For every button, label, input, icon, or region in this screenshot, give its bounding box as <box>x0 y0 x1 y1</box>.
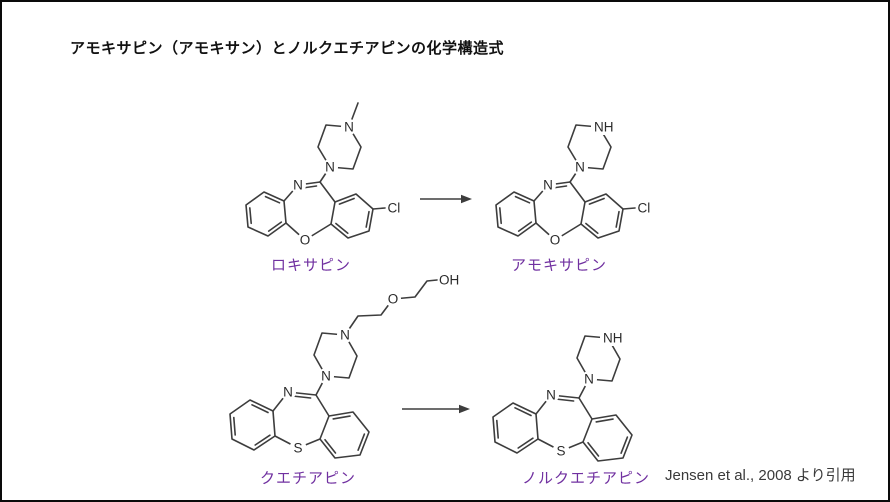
atom-label-mask <box>280 384 296 400</box>
right-benzene-ring-bonds <box>319 411 370 459</box>
atom-label-mask <box>552 442 570 460</box>
left-benzene-double-bonds <box>249 195 283 232</box>
atom-label-mask <box>540 177 556 193</box>
piperazine-nh-label: NH <box>594 120 614 135</box>
seven-membered-ring-bonds <box>283 181 336 241</box>
piperazine-n-top-label: N <box>344 120 354 135</box>
ring-nitrogen-label: N <box>546 388 556 403</box>
left-benzene-ring-bonds <box>229 399 276 451</box>
atom-label-mask <box>581 371 597 387</box>
oxygen-bridge-label: O <box>300 233 311 248</box>
atom-label-mask <box>385 291 401 307</box>
label-loxapine: ロキサピン <box>270 257 352 274</box>
left-benzene-double-bonds <box>499 195 533 232</box>
citation: Jensen et al., 2008 より引用 <box>665 467 856 484</box>
ring-nitrogen-label: N <box>293 178 303 193</box>
ring-nitrogen-label: N <box>543 178 553 193</box>
left-benzene-double-bonds <box>496 407 534 449</box>
label-amoxapine: アモキサピン <box>510 257 608 274</box>
left-benzene-double-bonds <box>233 404 271 446</box>
imine-double-bond <box>291 395 312 399</box>
atom-label-mask <box>290 177 306 193</box>
piperazine-n-bottom-label: N <box>325 160 335 175</box>
figure-title: アモキサピン（アモキサン）とノルクエチアピンの化学構造式 <box>70 40 505 57</box>
right-benzene-ring-bonds <box>330 193 374 239</box>
right-benzene-ring-bonds <box>582 414 633 462</box>
atom-label-mask <box>337 327 353 343</box>
right-benzene-double-bonds <box>324 415 366 454</box>
piperazine-n-bottom-label: N <box>321 369 331 384</box>
loxapine-structure: N N N O Cl <box>245 102 401 248</box>
atom-label-mask <box>572 159 588 175</box>
sulfur-bridge-label: S <box>556 444 565 459</box>
label-norquetiapine: ノルクエチアピン <box>521 470 651 487</box>
atom-label-mask <box>297 232 313 248</box>
hydroxyethoxyethyl-chain-bonds <box>344 279 438 336</box>
oxygen-bridge-label: O <box>550 233 561 248</box>
arrow-loxapine-to-amoxapine <box>420 194 472 204</box>
piperazine-n-bottom-label: N <box>584 372 594 387</box>
right-benzene-double-bonds <box>587 418 629 457</box>
right-benzene-double-bonds <box>585 197 620 235</box>
atom-label-mask <box>543 387 559 403</box>
amoxapine-structure: N N NH O Cl <box>495 119 651 248</box>
atom-label-mask <box>600 330 627 346</box>
atom-label-mask <box>547 232 563 248</box>
label-quetiapine: クエチアピン <box>259 470 357 487</box>
atom-label-mask <box>591 119 618 135</box>
ring-nitrogen-label: N <box>283 385 293 400</box>
atom-label-mask <box>318 368 334 384</box>
left-benzene-ring-bonds <box>495 191 537 237</box>
quetiapine-structure: N N N S O OH <box>229 273 459 459</box>
atom-label-mask <box>289 439 307 457</box>
piperazine-nh-label: NH <box>603 331 623 346</box>
atom-label-mask <box>322 159 338 175</box>
arrow-head <box>461 194 472 204</box>
right-benzene-ring-bonds <box>580 193 624 239</box>
norquetiapine-structure: N N NH S <box>492 330 633 462</box>
left-benzene-ring-bonds <box>492 402 539 454</box>
seven-membered-ring-bonds <box>533 181 586 241</box>
chain-oxygen-label: O <box>388 292 399 307</box>
hydroxyl-label: OH <box>439 273 459 288</box>
chlorine-label: Cl <box>388 201 401 216</box>
chlorine-label: Cl <box>638 201 651 216</box>
imine-double-bond <box>554 398 575 402</box>
left-benzene-ring-bonds <box>245 191 287 237</box>
piperazine-n-top-label: N <box>340 328 350 343</box>
right-benzene-double-bonds <box>335 197 370 235</box>
atom-label-mask <box>341 119 357 135</box>
chlorine-bond <box>372 207 386 210</box>
arrow-quetiapine-to-norquetiapine <box>402 404 470 414</box>
sulfur-bridge-label: S <box>293 441 302 456</box>
chlorine-bond <box>622 207 636 210</box>
piperazine-n-bottom-label: N <box>575 160 585 175</box>
arrow-head <box>459 404 470 414</box>
